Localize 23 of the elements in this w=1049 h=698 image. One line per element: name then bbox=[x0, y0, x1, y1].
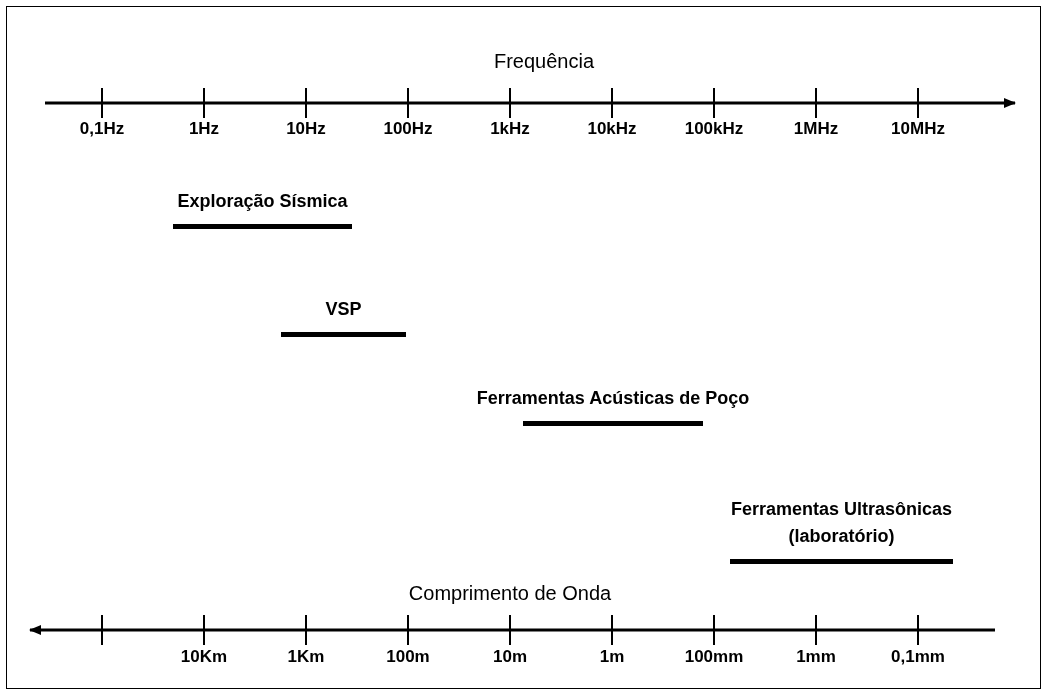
tick-label: 0,1Hz bbox=[79, 119, 125, 139]
tick-label: 1MHz bbox=[793, 119, 839, 139]
tick-label: 100m bbox=[386, 647, 430, 667]
tick-label: 0,1mm bbox=[891, 647, 945, 667]
tick-label: 1Km bbox=[287, 647, 325, 667]
tick-label: 1Hz bbox=[188, 119, 220, 139]
tick-label: 1kHz bbox=[490, 119, 530, 139]
range-label: Ferramentas Ultrasônicas (laboratório) bbox=[729, 498, 954, 548]
range-label: Ferramentas Acústicas de Poço bbox=[475, 387, 751, 410]
range-label: Exploração Sísmica bbox=[176, 190, 349, 213]
tick-label: 10Km bbox=[180, 647, 228, 667]
range-label: VSP bbox=[324, 298, 363, 321]
tick-label: 10m bbox=[493, 647, 527, 667]
tick-label: 1m bbox=[599, 647, 625, 667]
tick-label: 100kHz bbox=[684, 119, 744, 139]
axis-title: Comprimento de Onda bbox=[408, 582, 612, 605]
tick-label: 10MHz bbox=[891, 119, 945, 139]
tick-label: 1mm bbox=[796, 647, 836, 667]
tick-label: 10Hz bbox=[286, 119, 326, 139]
axis-title: Frequência bbox=[493, 50, 595, 73]
tick-label: 100mm bbox=[684, 647, 744, 667]
tick-label: 10kHz bbox=[587, 119, 637, 139]
tick-label: 100Hz bbox=[383, 119, 433, 139]
